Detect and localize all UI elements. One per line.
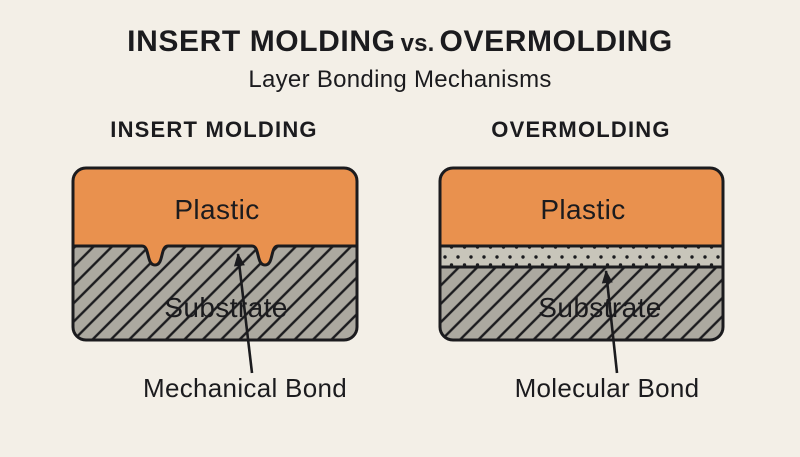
right-substrate-label: Substrate [538, 292, 662, 323]
left-box-border [71, 166, 359, 342]
title-right-part: OVERMOLDING [439, 25, 673, 58]
right-panel-heading: OVERMOLDING [491, 117, 671, 142]
right-substrate-hatch [440, 267, 723, 340]
left-bond-label: Mechanical Bond [143, 373, 347, 403]
left-diagram [71, 166, 359, 374]
left-substrate-label: Substrate [164, 292, 288, 323]
left-interface-line [73, 244, 357, 267]
left-plastic-label: Plastic [174, 194, 260, 225]
right-box-border [438, 166, 725, 342]
right-diagram [438, 166, 725, 374]
title-left-part: INSERT MOLDING [127, 25, 396, 58]
title-vs: vs. [400, 30, 435, 57]
right-leader-arrow [601, 270, 619, 374]
right-bond-zone-dots [440, 246, 723, 267]
right-bond-label: Molecular Bond [514, 373, 700, 403]
right-plastic-label: Plastic [540, 194, 626, 225]
left-plastic-layer [73, 168, 357, 265]
left-leader-arrow [233, 253, 254, 374]
right-plastic-layer [440, 168, 723, 246]
left-panel-heading: INSERT MOLDING [110, 117, 318, 142]
page-subtitle: Layer Bonding Mechanisms [248, 66, 552, 93]
